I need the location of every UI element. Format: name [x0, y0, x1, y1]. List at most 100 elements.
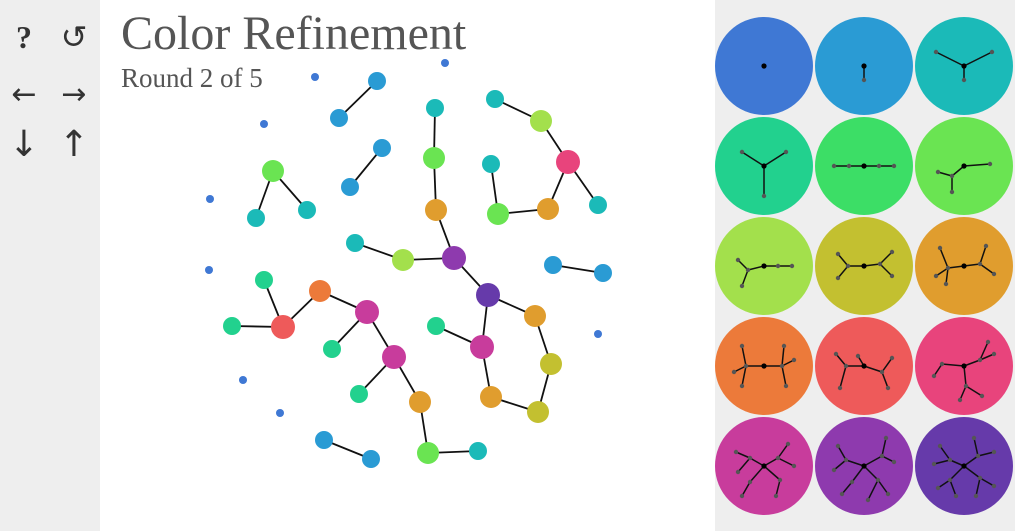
graph-vertex[interactable] [382, 345, 406, 369]
help-button[interactable]: ? [0, 15, 48, 59]
graph-vertex[interactable] [486, 90, 504, 108]
icon-edge [933, 363, 943, 377]
graph-vertex[interactable] [487, 203, 509, 225]
graph-vertex[interactable] [350, 385, 368, 403]
graph-vertex[interactable] [423, 147, 445, 169]
icon-vertex [977, 475, 983, 481]
icon-edge [777, 443, 789, 459]
icon-vertex [773, 493, 779, 499]
icon-edge [867, 479, 879, 501]
graph-vertex[interactable] [362, 450, 380, 468]
graph-vertex[interactable] [223, 317, 241, 335]
graph-vertex[interactable] [330, 109, 348, 127]
graph-vertex[interactable] [323, 340, 341, 358]
graph-vertex[interactable] [255, 271, 273, 289]
graph-vertex[interactable] [544, 256, 562, 274]
graph-vertex[interactable] [442, 246, 466, 270]
icon-vertex [779, 363, 785, 369]
palette-swatch[interactable] [815, 317, 913, 415]
palette-swatch[interactable] [715, 117, 813, 215]
icon-edge [741, 345, 747, 367]
tree-eight-icon [733, 441, 797, 499]
graph-vertex[interactable] [594, 264, 612, 282]
graph-vertex[interactable] [594, 330, 602, 338]
palette-swatch[interactable] [715, 17, 813, 115]
palette-swatch[interactable] [915, 317, 1013, 415]
move-down-button[interactable]: ↓ [0, 122, 48, 166]
graph-vertex[interactable] [426, 99, 444, 117]
icon-edge [763, 457, 779, 467]
graph-vertex[interactable] [311, 73, 319, 81]
graph-vertex[interactable] [556, 150, 580, 174]
graph-vertex[interactable] [205, 266, 213, 274]
palette-swatch[interactable] [915, 217, 1013, 315]
graph-vertex[interactable] [247, 209, 265, 227]
graph-vertex[interactable] [524, 305, 546, 327]
graph-vertex[interactable] [298, 201, 316, 219]
graph-vertex[interactable] [368, 72, 386, 90]
icon-vertex [883, 435, 889, 441]
graph-vertex[interactable] [589, 196, 607, 214]
graph-vertex[interactable] [476, 283, 500, 307]
graph-vertex[interactable] [470, 335, 494, 359]
icon-vertex [865, 497, 871, 503]
palette-swatch[interactable] [715, 217, 813, 315]
graph-vertex[interactable] [409, 391, 431, 413]
graph-vertex[interactable] [276, 409, 284, 417]
icon-vertex [761, 193, 767, 199]
palette-swatch[interactable] [915, 17, 1013, 115]
palette-swatch[interactable] [915, 117, 1013, 215]
icon-edge [935, 267, 949, 277]
icon-vertex [731, 369, 737, 375]
icon-edge [735, 451, 751, 459]
icon-edge [763, 465, 781, 481]
graph-vertex[interactable] [355, 300, 379, 324]
graph-canvas[interactable] [100, 0, 715, 531]
graph-vertex[interactable] [315, 431, 333, 449]
palette-swatch[interactable] [715, 317, 813, 415]
graph-vertex[interactable] [392, 249, 414, 271]
graph-vertex[interactable] [417, 442, 439, 464]
graph-vertex[interactable] [530, 110, 552, 132]
palette-swatch[interactable] [915, 417, 1013, 515]
reset-button[interactable]: ↺ [50, 15, 98, 59]
graph-vertex[interactable] [469, 442, 487, 460]
graph-vertex[interactable] [373, 139, 391, 157]
icon-vertex [885, 491, 891, 497]
graph-vertex[interactable] [271, 315, 295, 339]
palette-swatch[interactable] [815, 17, 913, 115]
next-round-button[interactable]: → [50, 72, 98, 116]
graph-vertex[interactable] [341, 178, 359, 196]
palette-swatch[interactable] [715, 417, 813, 515]
icon-vertex [933, 49, 939, 55]
graph-vertex[interactable] [427, 317, 445, 335]
graph-vertex[interactable] [480, 386, 502, 408]
page-title: Color Refinement [121, 7, 467, 60]
move-up-button[interactable]: ↑ [50, 122, 98, 166]
icon-edge [965, 385, 983, 397]
icon-edge [937, 171, 953, 177]
icon-edge [839, 365, 847, 389]
palette-swatch[interactable] [815, 117, 913, 215]
graph-vertex[interactable] [260, 120, 268, 128]
graph-vertex[interactable] [540, 353, 562, 375]
graph-vertex[interactable] [239, 376, 247, 384]
graph-vertex[interactable] [346, 234, 364, 252]
palette-swatch[interactable] [815, 417, 913, 515]
graph-vertex[interactable] [425, 199, 447, 221]
graph-vertex[interactable] [537, 198, 559, 220]
tree-six-icon [833, 351, 895, 391]
graph-vertex[interactable] [482, 155, 500, 173]
graph-vertex[interactable] [441, 59, 449, 67]
icon-vertex [747, 479, 753, 485]
icon-vertex [761, 463, 767, 469]
graph-vertex[interactable] [262, 160, 284, 182]
palette-swatch[interactable] [815, 217, 913, 315]
graph-vertex[interactable] [527, 401, 549, 423]
previous-round-button[interactable]: ← [0, 72, 48, 116]
graph-vertex[interactable] [206, 195, 214, 203]
graph-vertex[interactable] [309, 280, 331, 302]
arrow-up-icon: ↑ [58, 123, 90, 165]
icon-vertex [785, 441, 791, 447]
icon-edge [979, 341, 989, 361]
